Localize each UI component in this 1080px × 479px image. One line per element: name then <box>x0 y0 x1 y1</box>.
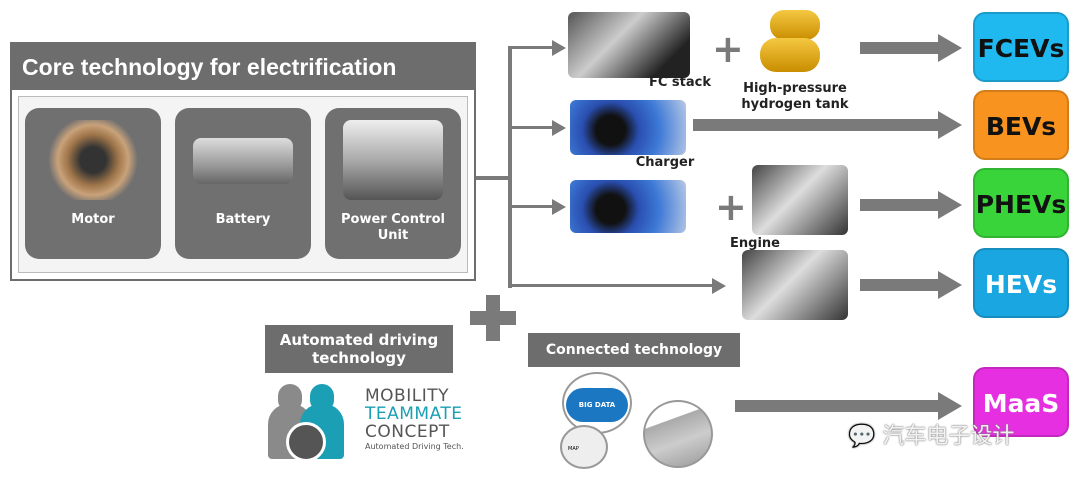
logo-line: Automated Driving Tech. <box>365 442 464 451</box>
plus-icon: + <box>712 27 744 71</box>
branch-hev <box>510 284 716 287</box>
arrow-head <box>938 392 962 420</box>
branch-phev <box>510 205 556 208</box>
engine-label: Engine <box>730 236 780 251</box>
arrow-head <box>938 34 962 62</box>
core-technology-title: Core technology for electrification <box>12 44 474 90</box>
automated-driving-title: Automated driving technology <box>265 325 453 373</box>
engine-image <box>742 250 848 320</box>
core-technology-panel: Core technology for electrification Moto… <box>10 42 476 281</box>
arrow-to-maas <box>735 400 940 412</box>
map-circle: MAP <box>560 425 608 469</box>
charger-label: Charger <box>635 155 695 170</box>
logo-line: TEAMMATE <box>365 404 463 424</box>
connected-technology-title: Connected technology <box>528 333 740 367</box>
arrow-to-hevs <box>860 279 940 291</box>
plus-icon-vertical <box>486 295 500 341</box>
badge-fcevs: FCEVs <box>973 12 1069 82</box>
cloud-icon: BIG DATA <box>566 388 628 422</box>
arrow-head <box>552 120 566 136</box>
plus-icon: + <box>715 185 747 229</box>
motor-tile: Motor <box>25 108 161 259</box>
hydrogen-tank-label: High-pressure hydrogen tank <box>741 81 849 112</box>
arrow-head <box>938 191 962 219</box>
battery-label: Battery <box>215 212 271 227</box>
connector-trunk <box>508 46 512 288</box>
charger-image <box>570 100 686 155</box>
arrow-to-phevs <box>860 199 940 211</box>
branch-charger <box>510 126 556 129</box>
charger-image <box>570 180 686 233</box>
wechat-icon: 💬 <box>848 424 876 449</box>
pcu-image <box>343 120 443 200</box>
badge-phevs: PHEVs <box>973 168 1069 238</box>
cars-circle <box>643 400 713 468</box>
mobility-teammate-logo <box>268 384 344 462</box>
arrow-head <box>938 271 962 299</box>
hydrogen-tank-image <box>770 10 820 40</box>
arrow-head <box>552 199 566 215</box>
badge-bevs: BEVs <box>973 90 1069 160</box>
battery-image <box>193 138 293 184</box>
hydrogen-tank-image <box>760 38 820 72</box>
logo-line: MOBILITY <box>365 386 449 406</box>
motor-label: Motor <box>71 212 115 227</box>
motor-image <box>43 120 143 200</box>
fc-stack-image <box>568 12 690 78</box>
badge-hevs: HEVs <box>973 248 1069 318</box>
arrow-to-bevs <box>693 119 940 131</box>
arrow-head <box>712 278 726 294</box>
arrow-to-fcevs <box>860 42 940 54</box>
logo-text: MOBILITY TEAMMATE CONCEPT Automated Driv… <box>365 387 464 452</box>
battery-tile: Battery <box>175 108 311 259</box>
connector-line <box>476 176 512 180</box>
pcu-tile: Power Control Unit <box>325 108 461 259</box>
arrow-head <box>552 40 566 56</box>
fc-stack-label: FC stack <box>648 75 712 90</box>
arrow-head <box>938 111 962 139</box>
logo-line: CONCEPT <box>365 422 450 442</box>
watermark: 💬 汽车电子设计 <box>848 418 1014 450</box>
engine-image <box>752 165 848 235</box>
badge-maas: MaaS <box>973 367 1069 437</box>
branch-fc <box>510 46 556 49</box>
pcu-label: Power Control Unit <box>341 212 445 243</box>
watermark-text: 汽车电子设计 <box>882 424 1015 449</box>
